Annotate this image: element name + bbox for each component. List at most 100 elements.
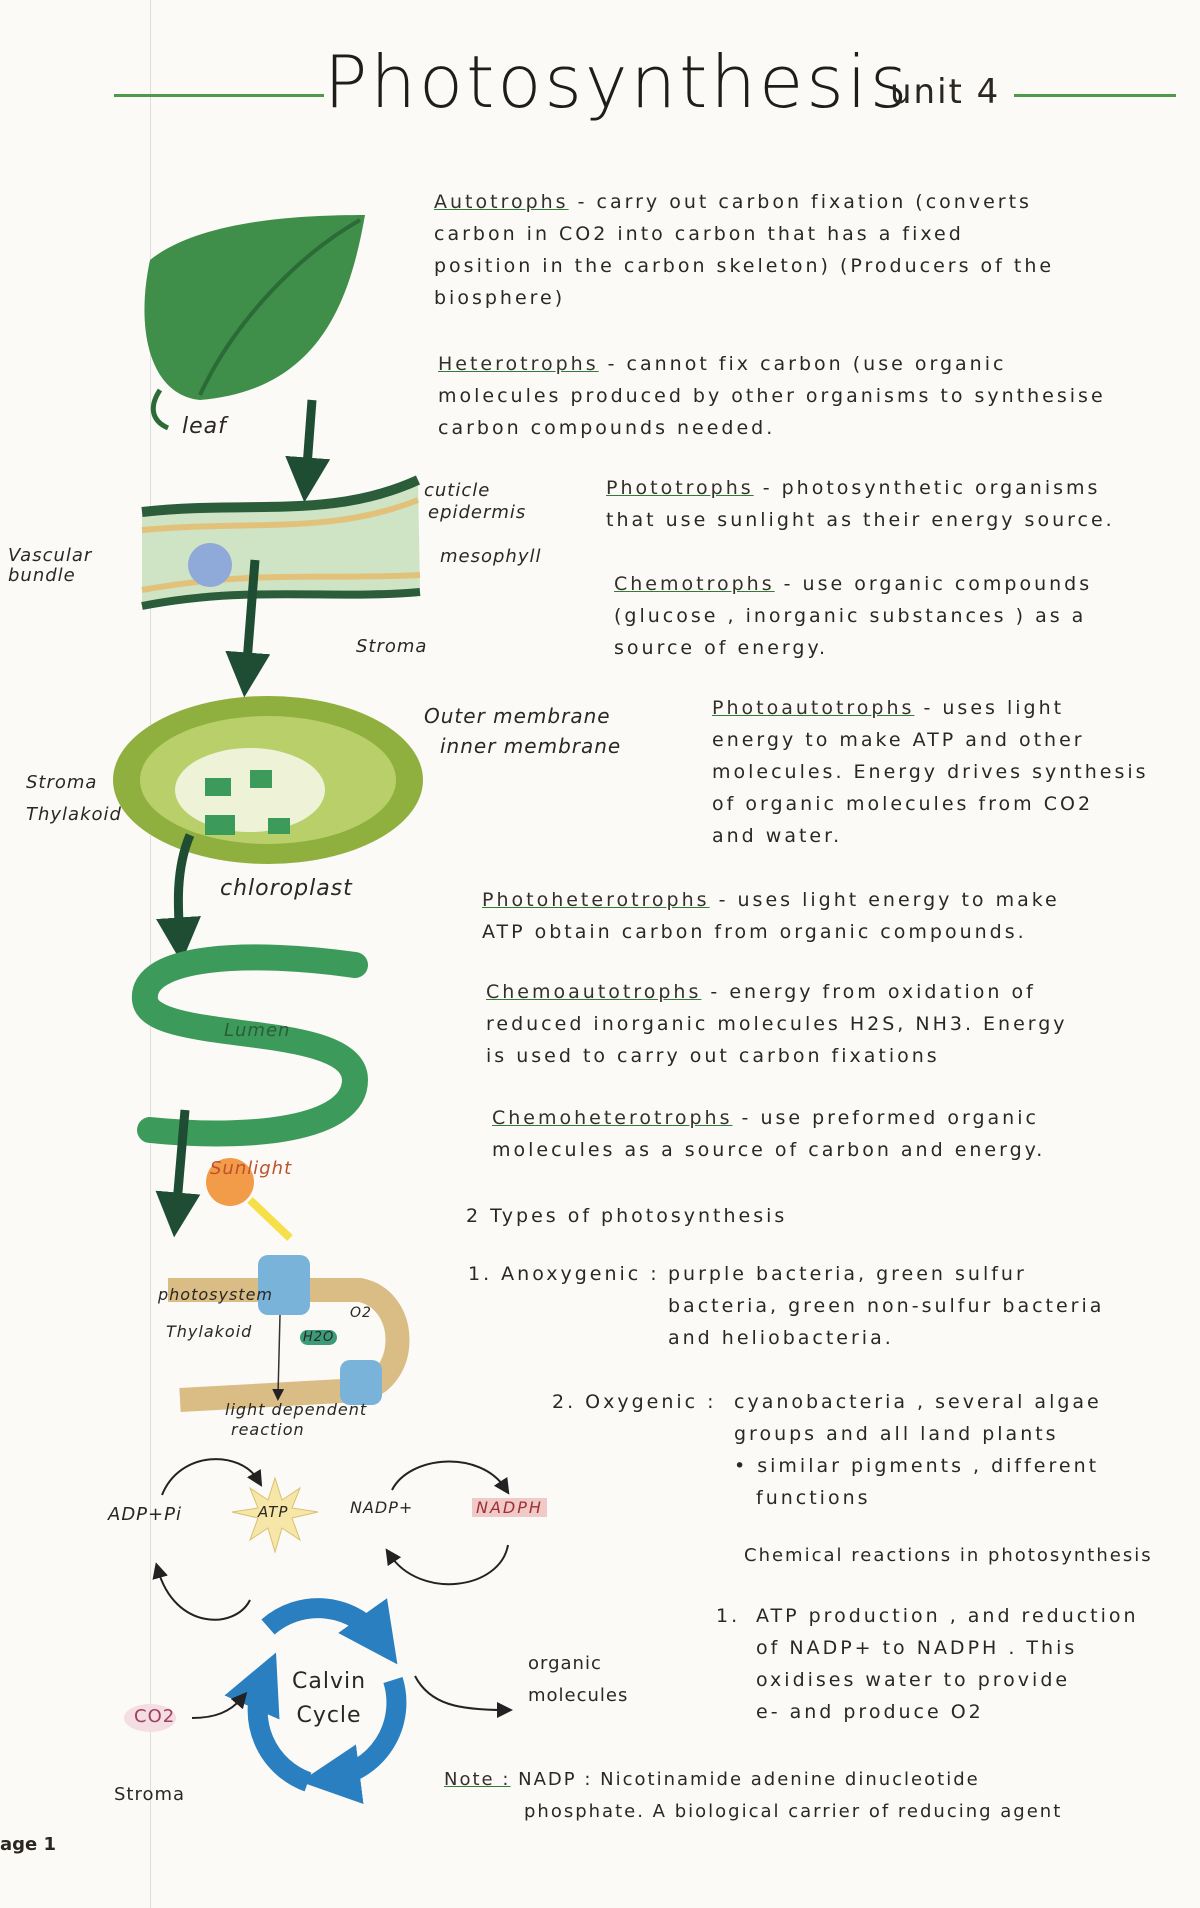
note-line: and water. <box>712 825 843 847</box>
nadph-label: NADPH <box>472 1498 547 1517</box>
note-line: - uses light energy to make <box>718 889 1060 911</box>
anoxygenic-label: 1. Anoxygenic : <box>468 1263 660 1285</box>
term-chemoautotrophs: Chemoautotrophs <box>486 981 702 1003</box>
term-chemoheterotrophs: Chemoheterotrophs <box>492 1107 733 1129</box>
note-line: • similar pigments , different <box>734 1455 1100 1477</box>
note-line: energy to make ATP and other <box>712 729 1085 751</box>
sunlight-label: Sunlight <box>210 1158 293 1179</box>
note-line: - carry out carbon fixation (converts <box>577 191 1032 213</box>
term-photoheterotrophs: Photoheterotrophs <box>482 889 710 911</box>
arrow-section-to-chloroplast <box>225 559 271 698</box>
note-line: and heliobacteria. <box>668 1327 894 1349</box>
note-autotrophs: Autotrophs - carry out carbon fixation (… <box>434 186 1054 314</box>
note-line: - energy from oxidation of <box>710 981 1036 1003</box>
vascular-label-line: Vascular <box>8 545 93 566</box>
note-line: position in the carbon skeleton) (Produc… <box>434 255 1055 277</box>
note-line: groups and all land plants <box>734 1423 1059 1445</box>
note-line: - use preformed organic <box>741 1107 1039 1129</box>
thylakoid-lumen-drawing <box>131 944 369 1147</box>
note-line: NADP : Nicotinamide adenine dinucleotide <box>518 1769 980 1790</box>
note-line: oxidises water to provide <box>756 1669 1071 1691</box>
term-autotrophs: Autotrophs <box>434 191 569 213</box>
note-line: is used to carry out carbon fixations <box>486 1045 940 1067</box>
adp-label: ADP+Pi <box>108 1504 182 1525</box>
note-phototrophs: Phototrophs - photosynthetic organisms t… <box>606 472 1115 536</box>
note-line: cyanobacteria , several algae <box>734 1391 1102 1413</box>
light-dependent-line: light dependent <box>225 1400 368 1419</box>
note-line: molecules produced by other organisms to… <box>438 385 1106 407</box>
note-line: - use organic compounds <box>783 573 1093 595</box>
chloroplast-label: chloroplast <box>220 876 353 901</box>
co2-bubble <box>124 1704 176 1732</box>
leaf-drawing <box>144 215 365 431</box>
oxygenic-label: 2. Oxygenic : <box>552 1391 717 1413</box>
calvin-line: Calvin <box>292 1669 367 1694</box>
nadp-label: NADP+ <box>350 1498 414 1517</box>
note-line: (glucose , inorganic substances ) as a <box>614 605 1087 627</box>
inner-membrane-label: inner membrane <box>440 734 622 758</box>
photosystem-label: photosystem <box>158 1285 273 1304</box>
note-line: molecules. Energy drives synthesis <box>712 761 1149 783</box>
note-line: of NADP+ to NADPH . This <box>756 1637 1078 1659</box>
note-line: carbon compounds needed. <box>438 417 776 439</box>
note-line: purple bacteria, green sulfur <box>668 1263 1027 1285</box>
h2o-label: H2O <box>300 1330 338 1345</box>
cuticle-label: cuticle <box>424 480 491 501</box>
arrow-leaf-to-section <box>285 399 331 503</box>
co2-arrow <box>191 1691 248 1719</box>
atp-cycle-arrows <box>152 1458 263 1621</box>
lumen-label: Lumen <box>224 1020 291 1041</box>
atp-point-text: ATP production , and reduction of NADP+ … <box>756 1600 1139 1728</box>
atp-star <box>231 1476 319 1554</box>
arrow-chloroplast-to-thylakoid <box>156 833 201 963</box>
bundle-label-line: bundle <box>8 565 76 586</box>
epidermis-label: epidermis <box>428 502 527 523</box>
vascular-bundle-label: Vascular bundle <box>8 546 92 586</box>
thylakoid-membrane-drawing <box>168 1255 410 1412</box>
title-rule-right <box>1014 94 1176 97</box>
page-title: Photosynthesis <box>324 40 911 124</box>
chemical-reactions-heading: Chemical reactions in photosynthesis <box>744 1545 1153 1566</box>
stroma-label: Stroma <box>26 772 98 793</box>
stroma-bottom-label: Stroma <box>114 1784 186 1805</box>
organic-line: organic <box>528 1653 602 1674</box>
note-nadp: Note : NADP : Nicotinamide adenine dinuc… <box>444 1764 1062 1828</box>
leaf-label: leaf <box>182 414 227 439</box>
outer-membrane-label: Outer membrane <box>424 704 611 728</box>
note-heterotrophs: Heterotrophs - cannot fix carbon (use or… <box>438 348 1106 444</box>
note-line: - photosynthetic organisms <box>762 477 1101 499</box>
note-line: phosphate. A biological carrier of reduc… <box>524 1801 1063 1822</box>
atp-label: ATP <box>258 1503 289 1521</box>
note-line: ATP obtain carbon from organic compounds… <box>482 921 1027 943</box>
co2-label: CO2 <box>134 1706 176 1727</box>
leaf-cross-section <box>141 475 421 610</box>
molecules-line: molecules <box>528 1685 629 1706</box>
anoxygenic-list: purple bacteria, green sulfur bacteria, … <box>668 1258 1104 1354</box>
stroma-leaf-label: Stroma <box>356 636 428 657</box>
term-heterotrophs: Heterotrophs <box>438 353 599 375</box>
types-heading: 2 Types of photosynthesis <box>466 1205 788 1227</box>
note-chemotrophs: Chemotrophs - use organic compounds (glu… <box>614 568 1092 664</box>
unit-label: unit 4 <box>890 72 1001 112</box>
page-number: age 1 <box>0 1834 57 1855</box>
term-note: Note : <box>444 1769 511 1790</box>
oxygenic-list: cyanobacteria , several algae groups and… <box>734 1386 1102 1514</box>
note-line: source of energy. <box>614 637 829 659</box>
reaction-line: reaction <box>231 1420 305 1439</box>
cycle-line: Cycle <box>296 1703 362 1728</box>
note-line: e- and produce O2 <box>756 1701 984 1723</box>
note-photoheterotrophs: Photoheterotrophs - uses light energy to… <box>482 884 1060 948</box>
title-rule-left <box>114 94 324 97</box>
note-line: functions <box>756 1487 871 1509</box>
organic-arrow <box>414 1675 513 1718</box>
note-line: that use sunlight as their energy source… <box>606 509 1115 531</box>
note-chemoheterotrophs: Chemoheterotrophs - use preformed organi… <box>492 1102 1045 1166</box>
o2-label: O2 <box>350 1305 372 1321</box>
note-line: reduced inorganic molecules H2S, NH3. En… <box>486 1013 1068 1035</box>
mesophyll-label: mesophyll <box>440 546 542 567</box>
note-line: - cannot fix carbon (use organic <box>607 353 1007 375</box>
atp-point-label: 1. <box>716 1605 741 1627</box>
note-chemoautotrophs: Chemoautotrophs - energy from oxidation … <box>486 976 1068 1072</box>
chloroplast-drawing <box>113 696 423 864</box>
